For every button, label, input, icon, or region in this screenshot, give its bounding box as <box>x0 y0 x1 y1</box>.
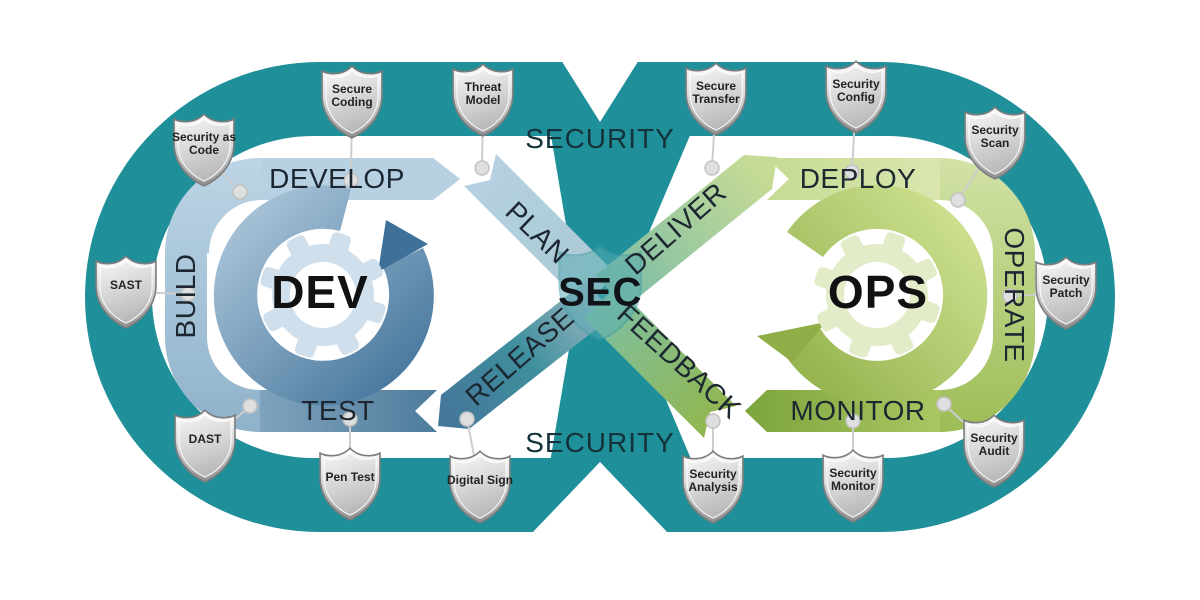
sec-shield-watermark-icon <box>558 243 643 342</box>
phase-test: TEST <box>301 395 375 426</box>
phase-deploy: DEPLOY <box>799 163 917 194</box>
shield-security-monitor: Security Monitor <box>819 446 887 526</box>
shield-label: Security Config <box>832 76 880 104</box>
top-notch <box>561 60 639 122</box>
center-x-shape <box>545 100 705 492</box>
shield-label: Secure Coding <box>331 81 373 109</box>
shield-security-audit: Security Audit <box>960 411 1028 491</box>
shield-label: Security Monitor <box>829 465 877 493</box>
security-label-top: SECURITY <box>525 123 675 154</box>
ops-label: OPS <box>827 266 929 318</box>
shield-digital-sign: Digital Sign <box>446 447 514 527</box>
shield-label: Threat Model <box>464 79 502 107</box>
dev-gear-icon <box>260 232 386 358</box>
dev-cycle-arrowhead-icon <box>378 220 428 272</box>
shield-security-config: Security Config <box>822 57 890 137</box>
phase-develop: DEVELOP <box>269 163 405 194</box>
phase-monitor: MONITOR <box>790 395 926 426</box>
shield-label: Pen Test <box>325 470 375 485</box>
shield-dast: DAST <box>171 406 239 486</box>
shield-label: Digital Sign <box>447 473 513 488</box>
phase-operate: OPERATE <box>999 227 1030 363</box>
shield-threat-model: Threat Model <box>449 60 517 140</box>
shield-security-analysis: Security Analysis <box>679 447 747 527</box>
connector-dots <box>180 160 1018 429</box>
shield-label: Security Analysis <box>688 466 738 494</box>
shield-security-patch: Security Patch <box>1032 253 1100 333</box>
shield-label: Security as Code <box>171 129 237 157</box>
dev-cycle-arrow <box>213 185 434 406</box>
dev-label: DEV <box>271 266 369 318</box>
ops-cycle-arrowhead-icon <box>757 322 826 362</box>
phase-build: BUILD <box>170 253 201 339</box>
shield-pen-test: Pen Test <box>316 444 384 524</box>
shield-label: Secure Transfer <box>692 78 740 106</box>
shield-label: DAST <box>188 432 222 447</box>
shield-secure-transfer: Secure Transfer <box>682 59 750 139</box>
shield-label: Security Scan <box>971 122 1019 150</box>
security-label-bottom: SECURITY <box>525 427 675 458</box>
shield-label: Security Patch <box>1042 272 1090 300</box>
shield-security-scan: Security Scan <box>961 103 1029 183</box>
sec-label: SEC <box>558 270 642 315</box>
shield-security-as-code: Security as Code <box>170 110 238 190</box>
shield-label: Security Audit <box>970 430 1018 458</box>
shield-sast: SAST <box>92 252 160 332</box>
ops-cycle-arrow <box>782 184 988 405</box>
ops-gear-icon <box>814 232 940 358</box>
shield-secure-coding: Secure Coding <box>318 62 386 142</box>
shield-label: SAST <box>109 278 142 293</box>
bottom-notch <box>531 462 669 534</box>
